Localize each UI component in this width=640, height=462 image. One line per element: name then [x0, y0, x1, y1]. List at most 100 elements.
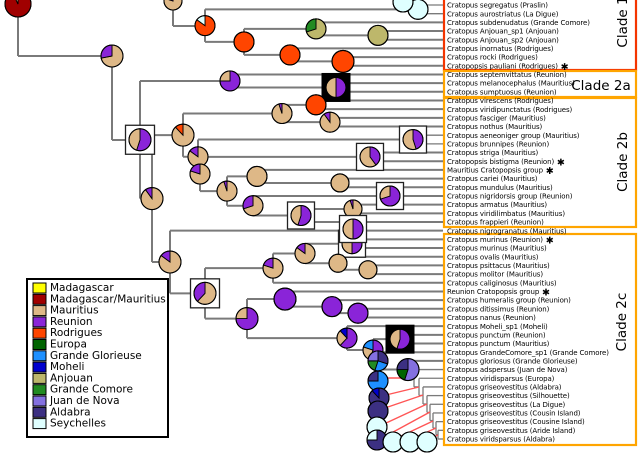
ancestral-state-pies [4, 0, 438, 453]
node-pie [189, 163, 211, 185]
node-pie [187, 146, 209, 168]
pie-outline [367, 24, 389, 46]
node-pie [279, 44, 301, 66]
node-pie [355, 142, 385, 172]
legend-swatch [32, 361, 47, 373]
pie-outline [194, 15, 216, 37]
pie-slice [15, 0, 19, 5]
legend-swatch [32, 350, 47, 362]
clade-label: Clade 2a [571, 78, 630, 94]
pie-outline [100, 44, 124, 68]
tip-label: Cratopus griseovestitus (Aride Island) [447, 427, 576, 435]
legend-label: Grande Comore [50, 384, 133, 396]
asterisk-marker: ✱ [558, 62, 569, 73]
node-pie [416, 431, 438, 453]
pie-outline [235, 307, 259, 331]
tip-label: Cratopus nigridorsis group (Reunion) [447, 193, 573, 201]
clade-label: Clade 2c [614, 293, 630, 352]
tip-label: Cratopus segregatus (Praslin) [447, 2, 548, 10]
asterisk-marker: ✱ [539, 288, 550, 299]
node-pie [338, 214, 368, 244]
pie-outline [128, 128, 152, 152]
node-pie [262, 257, 284, 279]
legend-label: Juan de Nova [49, 395, 120, 407]
tip-label: Cratopus frappieri (Reunion) [447, 219, 544, 227]
pie-outline [193, 281, 217, 305]
legend-label: Madagascar/Mauritius [50, 293, 166, 305]
tip-label: Cratopus subdenudatus (Grande Comore) [447, 19, 590, 27]
legend-item: Juan de Nova [32, 395, 120, 407]
legend-item: Moheli [32, 361, 84, 373]
tip-label: Cratopus striga (Mauritius) [447, 149, 538, 157]
tip-labels: Cratopus segregatus (Praslin)Cratopus au… [447, 2, 609, 444]
pie-outline [319, 111, 341, 133]
legend-item: Seychelles [32, 418, 106, 430]
pie-outline [336, 327, 358, 349]
pie-outline [342, 218, 364, 240]
pie-outline [246, 165, 268, 187]
tip-label: Cratopus viridipunctatus (Rodrigues) [447, 106, 573, 114]
pie-outline [331, 49, 355, 73]
tip-label: Cratopus nanus (Reunion) [447, 314, 536, 322]
tip-label: Cratopus aurostriatus (La Digue) [447, 10, 559, 18]
legend-item: Grande Glorieuse [32, 350, 142, 362]
clade-box [442, 96, 638, 229]
legend-item: Europa [32, 339, 87, 351]
node-pie [385, 324, 415, 354]
tip-label: Cratopus aeneoniger group (Mauritius) [447, 132, 580, 140]
tip-label: Cratopus Anjouan_sp1 (Anjouan) [447, 28, 559, 36]
legend-item: Mauritius [32, 305, 99, 317]
node-pie [271, 102, 293, 125]
node-pie [4, 0, 32, 18]
tip-label: Cratopus viridisparsus (Europa) [447, 375, 555, 383]
legend-item: Aldabra [32, 406, 91, 418]
node-pie [100, 44, 124, 68]
tip-label: Cratopopsis bistigma (Reunion) ✱ [447, 157, 565, 168]
pie-outline [163, 0, 183, 11]
tip-label: Cratopus griseovestitus (La Digue) [447, 401, 566, 409]
pie-outline [402, 128, 424, 151]
pie-outline [396, 357, 420, 382]
pie-outline [305, 18, 327, 40]
pie-outline [171, 123, 195, 147]
legend-label: Rodrigues [50, 327, 102, 339]
pie-outline [321, 296, 343, 318]
tip-label: Cratopus adspersus (Juan de Nova) [447, 366, 568, 374]
tip-label: Cratopus virescens (Rodrigues) [447, 97, 554, 105]
node-pie [367, 350, 389, 372]
legend-swatch [32, 384, 47, 396]
legend-item: Madagascar [32, 282, 114, 294]
red-connector-line [385, 386, 420, 396]
legend-item: Grande Comore [32, 384, 133, 396]
legend: MadagascarMadagascar/MauritiusMauritiusR… [26, 278, 169, 438]
node-pie [305, 18, 327, 40]
node-pie [336, 327, 358, 349]
legend-label: Aldabra [50, 406, 91, 418]
pie-outline [379, 185, 401, 207]
node-pie [392, 0, 414, 13]
node-pie [382, 431, 404, 453]
tip-label: Cratopus fasciger (Mauritius) [447, 114, 546, 122]
pie-outline [189, 163, 211, 185]
legend-swatch [32, 418, 47, 430]
tip-label: Cratopus cariei (Mauritius) [447, 175, 538, 183]
node-pie [124, 124, 156, 155]
legend-swatch [32, 395, 47, 407]
tip-label: Mauritius Cratopopsis group ✱ [447, 166, 554, 177]
legend-label: Moheli [50, 361, 84, 373]
legend-swatch [32, 293, 47, 305]
tip-label: Cratopus mundulus (Mauritius) [447, 184, 553, 192]
tip-label: Cratopus septemvittatus (Reunion) [447, 71, 567, 79]
tip-label: Cratopus griseovestitus (Cousine Island) [447, 418, 585, 426]
node-pie [294, 242, 316, 265]
node-pie [189, 278, 221, 309]
node-pie [367, 24, 389, 46]
pie-outline [140, 187, 164, 211]
tip-label: Cratopus murinus (Reunion) ✱ [447, 235, 554, 246]
pie-outline [271, 102, 293, 125]
node-pie [358, 260, 378, 280]
legend-label: Seychelles [50, 418, 106, 430]
tip-label: Cratopus ditissimus (Reunion) [447, 305, 550, 313]
tip-label: Cratopus nothus (Mauritius) [447, 123, 543, 131]
red-connector-line [383, 403, 428, 425]
